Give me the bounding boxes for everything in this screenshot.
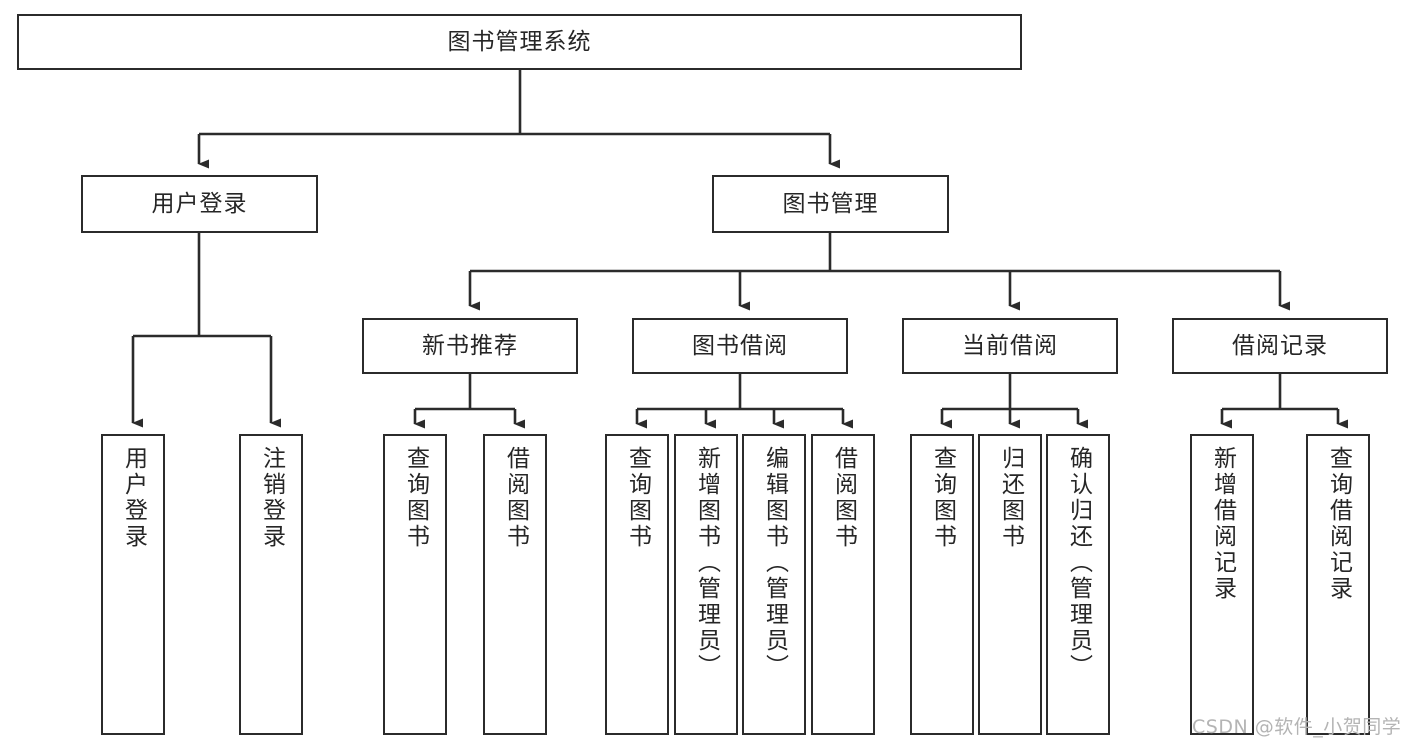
node-borrow-record-label: 借阅记录 — [1232, 332, 1328, 359]
node-book-borrow-label: 图书借阅 — [692, 332, 788, 359]
leaf-bb-add-book-label: 新增图书（管理员） — [693, 446, 720, 680]
leaf-br-add-record[interactable]: 新增借阅记录 — [1190, 434, 1254, 735]
node-user-login-label: 用户登录 — [151, 190, 248, 217]
node-new-book[interactable]: 新书推荐 — [362, 318, 578, 374]
leaf-nb-query-book-label: 查询图书 — [402, 446, 429, 550]
leaf-bb-query-book-label: 查询图书 — [624, 446, 651, 550]
node-book-borrow[interactable]: 图书借阅 — [632, 318, 848, 374]
leaf-logout-label: 注销登录 — [258, 446, 285, 550]
node-borrow-record[interactable]: 借阅记录 — [1172, 318, 1388, 374]
leaf-bb-borrow-book-label: 借阅图书 — [830, 446, 857, 550]
node-root[interactable]: 图书管理系统 — [17, 14, 1022, 70]
leaf-user-login[interactable]: 用户登录 — [101, 434, 165, 735]
leaf-cb-confirm-return-label: 确认归还（管理员） — [1065, 446, 1092, 680]
leaf-user-login-label: 用户登录 — [120, 446, 147, 550]
leaf-bb-add-book[interactable]: 新增图书（管理员） — [674, 434, 738, 735]
leaf-br-query-record[interactable]: 查询借阅记录 — [1306, 434, 1370, 735]
node-current-borrow[interactable]: 当前借阅 — [902, 318, 1118, 374]
leaf-cb-query-book-label: 查询图书 — [929, 446, 956, 550]
leaf-cb-confirm-return[interactable]: 确认归还（管理员） — [1046, 434, 1110, 735]
node-current-borrow-label: 当前借阅 — [962, 332, 1058, 359]
leaf-br-query-record-label: 查询借阅记录 — [1325, 446, 1352, 602]
leaf-nb-borrow-book[interactable]: 借阅图书 — [483, 434, 547, 735]
node-book-manage[interactable]: 图书管理 — [712, 175, 949, 233]
node-book-manage-label: 图书管理 — [782, 190, 879, 217]
node-user-login[interactable]: 用户登录 — [81, 175, 318, 233]
leaf-nb-query-book[interactable]: 查询图书 — [383, 434, 447, 735]
leaf-bb-borrow-book[interactable]: 借阅图书 — [811, 434, 875, 735]
leaf-bb-query-book[interactable]: 查询图书 — [605, 434, 669, 735]
leaf-nb-borrow-book-label: 借阅图书 — [502, 446, 529, 550]
leaf-bb-edit-book[interactable]: 编辑图书（管理员） — [742, 434, 806, 735]
leaf-cb-query-book[interactable]: 查询图书 — [910, 434, 974, 735]
leaf-br-add-record-label: 新增借阅记录 — [1209, 446, 1236, 602]
leaf-logout[interactable]: 注销登录 — [239, 434, 303, 735]
leaf-cb-return-book-label: 归还图书 — [997, 446, 1024, 550]
leaf-cb-return-book[interactable]: 归还图书 — [978, 434, 1042, 735]
node-new-book-label: 新书推荐 — [422, 332, 518, 359]
node-root-label: 图书管理系统 — [447, 28, 592, 55]
leaf-bb-edit-book-label: 编辑图书（管理员） — [761, 446, 788, 680]
